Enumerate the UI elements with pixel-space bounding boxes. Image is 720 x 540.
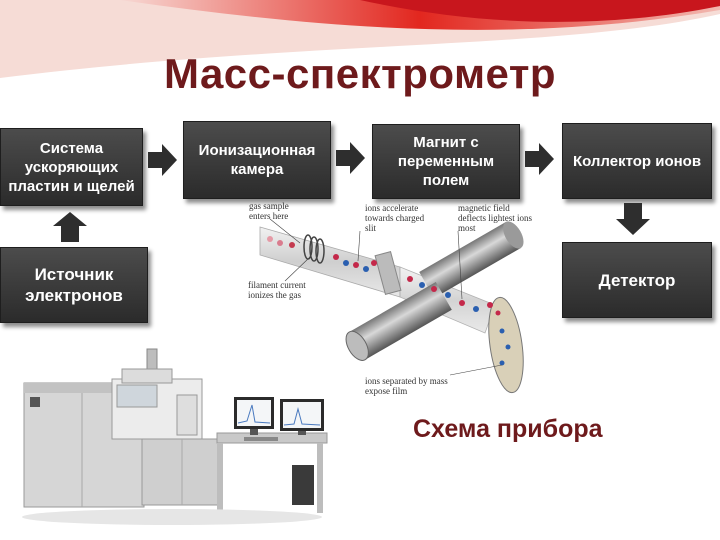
label-magnetic-field: magnetic field deflects lightest ions mo…	[458, 203, 532, 233]
instrument-photo	[22, 348, 328, 525]
magnet-box: Магнит с переменным полем	[372, 124, 520, 199]
arrow-right-icon	[148, 144, 177, 176]
detector-box: Детектор	[562, 242, 712, 318]
label-gas-sample: gas sample enters here	[249, 201, 289, 221]
header-swoosh	[0, 0, 720, 78]
ionization-label: Ионизационная камера	[198, 142, 316, 178]
page-title: Масс-спектрометр	[163, 50, 557, 97]
mass-spectrometer-illustration	[259, 218, 524, 394]
accelerator-label: Система ускоряющих пластин и щелей	[8, 139, 135, 195]
diagram-subtitle: Схема прибора	[413, 415, 603, 443]
arrow-right-icon	[336, 142, 365, 174]
accelerator-box: Система ускоряющих пластин и щелей	[0, 128, 143, 206]
arrow-up-icon	[53, 212, 87, 242]
arrow-down-icon	[616, 203, 650, 235]
label-filament: filament current ionizes the gas	[248, 280, 306, 300]
collector-box: Коллектор ионов	[562, 123, 712, 199]
ionization-chamber-box: Ионизационная камера	[183, 121, 331, 199]
collector-label: Коллектор ионов	[572, 152, 702, 170]
electron-source-box: Источник электронов	[0, 247, 148, 323]
arrow-right-icon	[525, 143, 554, 175]
detector-label: Детектор	[598, 270, 676, 290]
label-ions-accelerate: ions accelerate towards charged slit	[365, 203, 425, 233]
magnet-label: Магнит с переменным полем	[397, 134, 495, 189]
electron-source-label: Источник электронов	[25, 265, 123, 305]
label-ions-separated: ions separated by mass expose film	[365, 376, 448, 396]
